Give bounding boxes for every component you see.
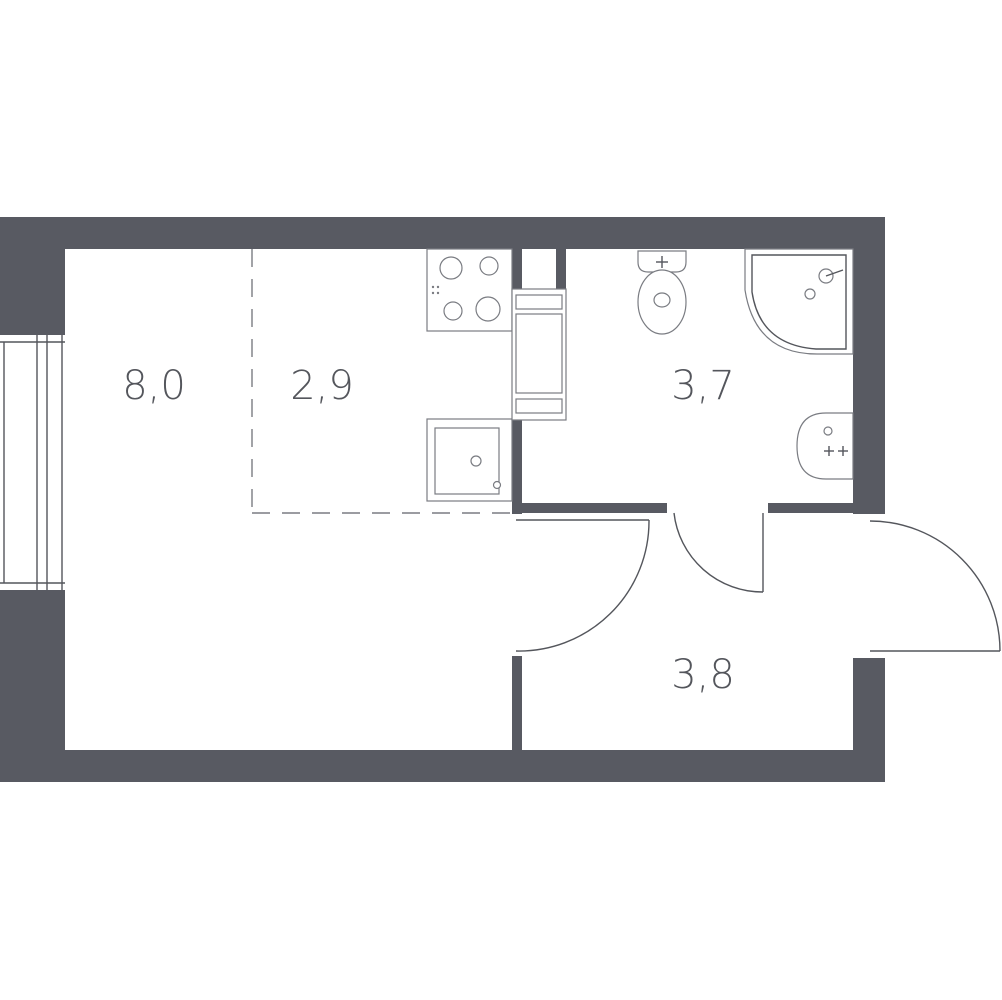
wall-left-lower <box>0 590 65 782</box>
washbasin-icon <box>796 412 854 480</box>
stove-icon <box>426 248 513 332</box>
wall-kitchen-bath-lower <box>512 420 522 514</box>
wall-kitchen-bath <box>512 249 522 289</box>
wall-bottom <box>0 750 885 782</box>
wall-bath-bottom-left <box>512 503 667 513</box>
wall-left-upper <box>0 217 65 335</box>
room-area-living: 8,0 <box>122 363 186 409</box>
room-area-bathroom: 3,7 <box>671 363 735 409</box>
kitchen-zone-boundary <box>251 249 512 514</box>
fridge-icon <box>511 288 567 421</box>
wall-right-upper <box>853 217 885 514</box>
wall-top <box>0 217 885 249</box>
door-living-hall <box>515 519 650 652</box>
room-area-hallway: 3,8 <box>671 652 735 698</box>
wall-bath-bottom-right <box>768 503 853 513</box>
door-entrance <box>869 520 1001 652</box>
window <box>0 335 65 590</box>
toilet-icon <box>637 250 687 335</box>
room-area-kitchen: 2,9 <box>290 363 354 409</box>
wall-hall-left <box>512 656 522 750</box>
walls <box>0 217 885 782</box>
wall-shaft-right <box>556 249 566 289</box>
door-bathroom <box>673 512 764 593</box>
shower-icon <box>744 248 854 355</box>
wall-right-lower <box>853 658 885 782</box>
kitchen-sink-icon <box>426 418 513 502</box>
